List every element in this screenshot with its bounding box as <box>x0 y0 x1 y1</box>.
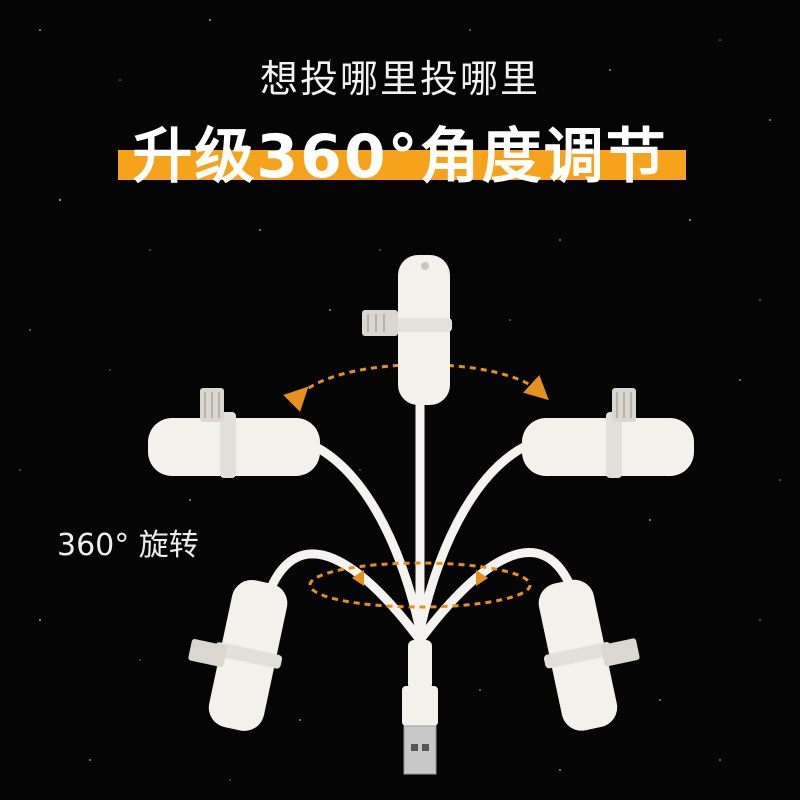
orbit-arrow-head-right <box>476 570 488 586</box>
lamp-head-left <box>148 388 320 478</box>
subtitle-text: 想投哪里投哪里 <box>259 57 540 101</box>
main-title: 升级360°角度调节 <box>132 122 668 192</box>
lamp-head-lower-right <box>538 579 640 731</box>
usb-plug <box>402 640 438 775</box>
orbit-arrow-head-left <box>352 570 364 586</box>
lamp-head-lower-left <box>188 579 288 731</box>
lamp-head-top <box>362 255 452 405</box>
lamp-head-right <box>522 388 694 478</box>
title-highlight-bar <box>118 150 686 180</box>
rotation-label: 360° 旋转 <box>57 528 199 563</box>
gooseneck-cables <box>265 395 575 645</box>
